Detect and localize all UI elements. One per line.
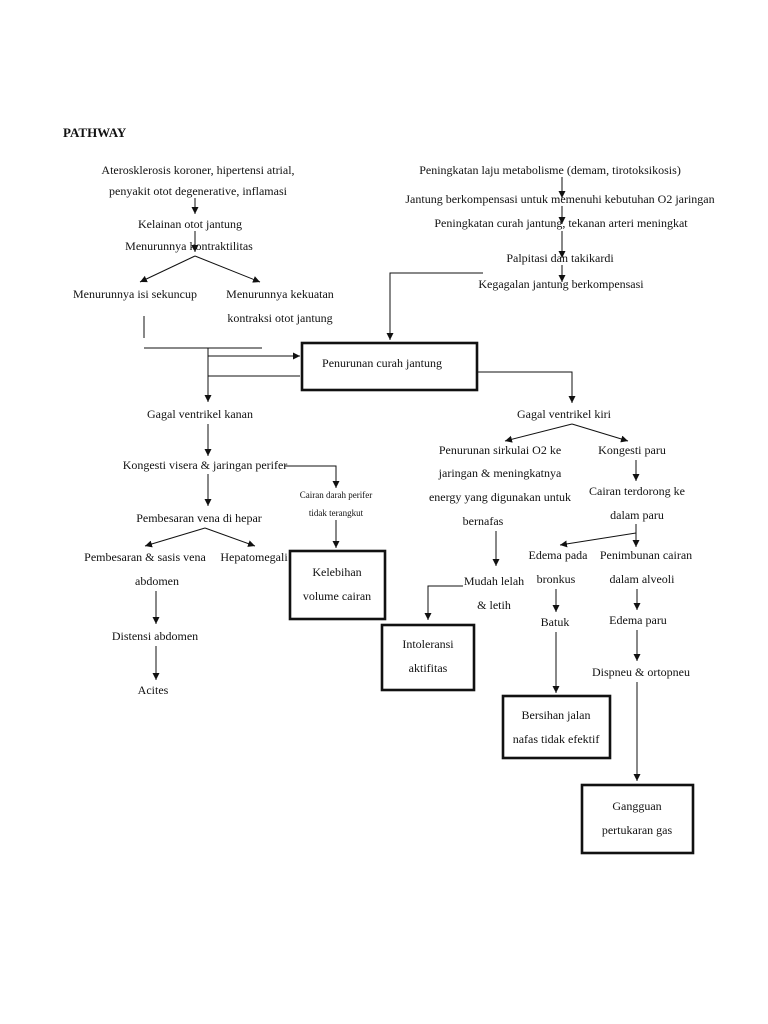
kelebihan-volume-cairan-box: [288, 549, 387, 621]
penurunan-curah-jantung-box: [300, 341, 479, 392]
gangguan-pertukaran-gas-label-line1: Gangguan: [612, 799, 661, 813]
kekuatan-kontraksi-text-line2: kontraksi otot jantung: [227, 311, 332, 325]
cause-text-line2: penyakit otot degenerative, inflamasi: [109, 184, 288, 198]
kongesti-visera-text: Kongesti visera & jaringan perifer: [123, 458, 288, 472]
isi-sekuncup-text: Menurunnya isi sekuncup: [73, 287, 197, 301]
connector-arrow: [571, 423, 629, 443]
bersihan-jalan-nafas-label-line2: nafas tidak efektif: [513, 732, 600, 746]
bersihan-jalan-nafas-box: [501, 694, 612, 760]
kelebihan-volume-cairan-label-line2: volume cairan: [303, 589, 371, 603]
connector-arrow: [285, 465, 340, 488]
connector-arrow: [424, 585, 463, 620]
gangguan-pertukaran-gas-box: [580, 783, 695, 855]
sirkulasi-o2-text-line2: jaringan & meningkatnya: [438, 466, 562, 480]
intoleransi-aktifitas-label-line2: aktifitas: [409, 661, 448, 675]
kegagalan-text: Kegagalan jantung berkompensasi: [478, 277, 644, 291]
pathway-title: PATHWAY: [63, 125, 127, 140]
gagal-ventrikel-kiri-text: Gagal ventrikel kiri: [517, 407, 612, 421]
intoleransi-aktifitas-box: [380, 623, 476, 692]
sasis-vena-text-line2: abdomen: [135, 574, 179, 588]
cairan-terdorong-text-line1: Cairan terdorong ke: [589, 484, 685, 498]
kompensasi-text: Jantung berkompensasi untuk memenuhi keb…: [405, 192, 714, 206]
hepatomegali-text: Hepatomegali: [220, 550, 288, 564]
intoleransi-aktifitas-label-line1: Intoleransi: [402, 637, 454, 651]
cairan-perifer-text-line2: tidak terangkut: [309, 508, 364, 518]
connector-arrow: [386, 272, 483, 340]
kongesti-paru-text: Kongesti paru: [598, 443, 666, 457]
cairan-terdorong-text-line2: dalam paru: [610, 508, 664, 522]
gangguan-pertukaran-gas-label-line2: pertukaran gas: [602, 823, 673, 837]
penimbunan-cairan-text-line1: Penimbunan cairan: [600, 548, 692, 562]
edema-bronkus-text-line2: bronkus: [537, 572, 576, 586]
kelainan-otot-jantung-text: Kelainan otot jantung: [138, 217, 242, 231]
metabolisme-text: Peningkatan laju metabolisme (demam, tir…: [419, 163, 681, 177]
sirkulasi-o2-text-line3: energy yang digunakan untuk: [429, 490, 571, 504]
connector-arrow: [504, 423, 573, 443]
sasis-vena-text-line1: Pembesaran & sasis vena: [84, 550, 206, 564]
pembesaran-hepar-text: Pembesaran vena di hepar: [136, 511, 262, 525]
penurunan-curah-jantung-label: Penurunan curah jantung: [322, 356, 442, 370]
penimbunan-cairan-text-line2: dalam alveoli: [610, 572, 676, 586]
connector-arrow: [194, 255, 261, 283]
dispneu-ortopneu-text: Dispneu & ortopneu: [592, 665, 690, 679]
connector-arrow: [477, 371, 576, 403]
edema-bronkus-text-line1: Edema pada: [529, 548, 589, 562]
sirkulasi-o2-text-line1: Penurunan sirkulai O2 ke: [439, 443, 561, 457]
curah-tekanan-text: Peningkatan curah jantung, tekanan arter…: [434, 216, 688, 230]
batuk-text: Batuk: [541, 615, 570, 629]
kekuatan-kontraksi-text-line1: Menurunnya kekuatan: [226, 287, 334, 301]
connector-arrow: [559, 532, 637, 548]
distensi-abdomen-text: Distensi abdomen: [112, 629, 198, 643]
acites-text: Acites: [138, 683, 169, 697]
edema-paru-text: Edema paru: [609, 613, 667, 627]
gagal-ventrikel-kanan-text: Gagal ventrikel kanan: [147, 407, 253, 421]
mudah-lelah-text-line1: Mudah lelah: [464, 574, 524, 588]
palpitasi-text: Palpitasi dan takikardi: [506, 251, 614, 265]
sirkulasi-o2-text-line4: bernafas: [463, 514, 504, 528]
mudah-lelah-text-line2: & letih: [477, 598, 511, 612]
connector-arrow: [204, 527, 256, 547]
connector-arrow: [139, 255, 196, 283]
cairan-perifer-text-line1: Cairan darah perifer: [300, 490, 372, 500]
kelebihan-volume-cairan-label-line1: Kelebihan: [312, 565, 361, 579]
connector-arrow: [144, 527, 206, 548]
menurunnya-kontraktilitas-text: Menurunnya kontraktilitas: [125, 239, 253, 253]
cause-text-line1: Aterosklerosis koroner, hipertensi atria…: [101, 163, 294, 177]
bersihan-jalan-nafas-label-line1: Bersihan jalan: [522, 708, 591, 722]
